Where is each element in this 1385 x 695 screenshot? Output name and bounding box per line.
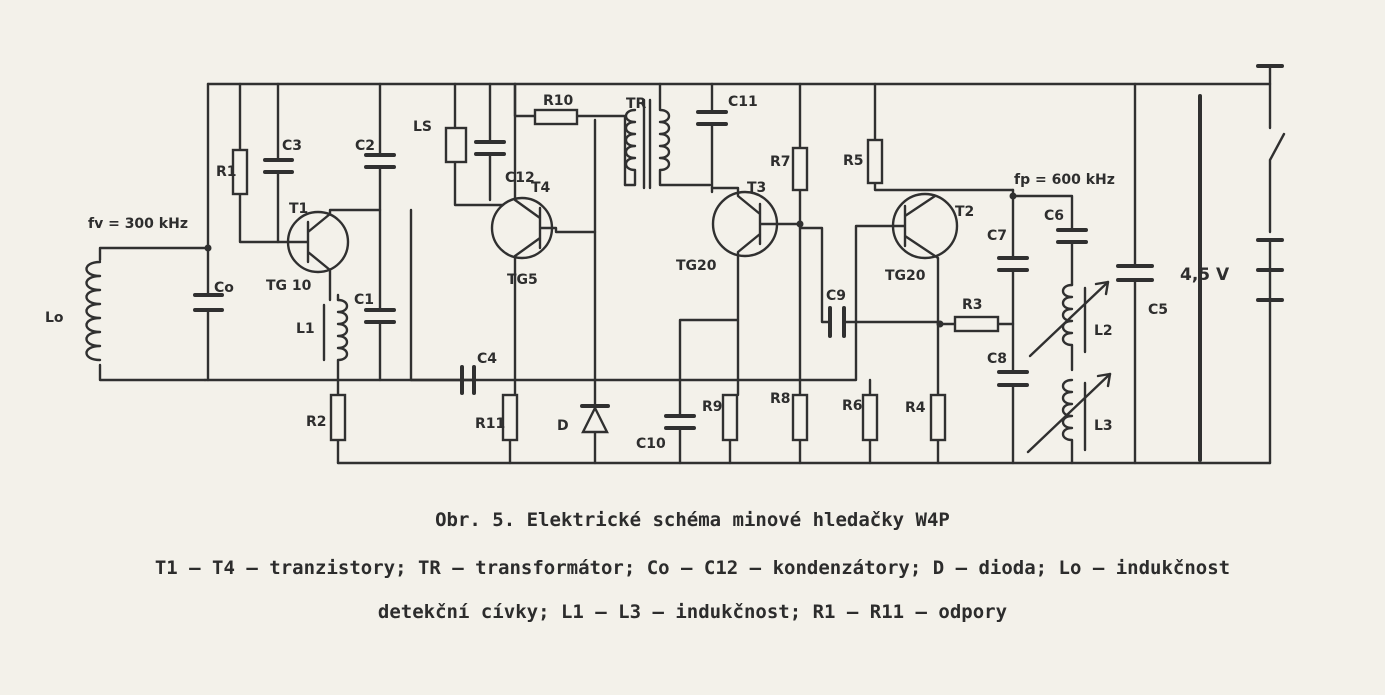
type-t3: TG20	[676, 258, 717, 274]
battery-voltage-label: 4,5 V	[1180, 265, 1230, 285]
label-tr: TR	[626, 96, 647, 112]
capacitor-c5	[1116, 82, 1154, 465]
label-r3: R3	[962, 297, 983, 313]
label-r6: R6	[842, 398, 863, 414]
resistor-r2	[329, 393, 347, 465]
label-l2: L2	[1094, 323, 1113, 339]
coil-l3	[1026, 372, 1112, 465]
capacitor-c4	[409, 208, 682, 395]
coil-lo	[85, 246, 210, 382]
transistor-type-labels: TG 10 TG5 TG20 TG20	[266, 258, 926, 294]
speaker-ls	[444, 82, 507, 207]
figure-legend-line-1: T1 – T4 – tranzistory; TR – transformáto…	[154, 557, 1231, 579]
coil-l2	[1028, 280, 1110, 372]
label-r9: R9	[702, 399, 723, 415]
label-c8: C8	[987, 351, 1007, 367]
component-labels: Lo Co R1 C3 C2 C1 L1 R2 C4 T1 LS C12 T4 …	[45, 93, 1168, 452]
coil-l1	[322, 293, 349, 397]
capacitor-c7	[997, 188, 1029, 465]
figure-caption-title: Obr. 5. Elektrické schéma minové hledačk…	[435, 509, 950, 531]
label-t3: T3	[747, 180, 766, 196]
transistor-t1	[286, 208, 382, 302]
capacitor-c12	[474, 82, 506, 202]
label-r5: R5	[843, 153, 864, 169]
capacitor-c3	[263, 82, 294, 244]
capacitor-c11	[696, 82, 728, 194]
resistor-r1	[231, 82, 290, 244]
figure-legend-line-2: detekční cívky; L1 – L3 – indukčnost; R1…	[377, 601, 1008, 623]
label-lo: Lo	[45, 310, 64, 326]
label-t1: T1	[289, 201, 308, 217]
capacitor-co	[193, 82, 224, 382]
label-c11: C11	[728, 94, 758, 110]
label-c10: C10	[636, 436, 666, 452]
freq-fv-label: fv = 300 kHz	[88, 216, 188, 232]
label-r7: R7	[770, 154, 791, 170]
capacitor-c8	[997, 370, 1029, 387]
capacitor-c2	[364, 82, 396, 382]
label-co: Co	[214, 280, 234, 296]
power-switch	[1256, 64, 1286, 465]
label-c4: C4	[477, 351, 497, 367]
label-c6: C6	[1044, 208, 1064, 224]
label-r4: R4	[905, 400, 926, 416]
label-c9: C9	[826, 288, 846, 304]
label-r1: R1	[216, 164, 237, 180]
type-t2: TG20	[885, 268, 926, 284]
resistor-r4	[929, 393, 947, 465]
label-c5: C5	[1148, 302, 1168, 318]
label-c1: C1	[354, 292, 374, 308]
resistor-r5	[866, 82, 1015, 192]
resistor-r6	[861, 393, 879, 465]
capacitor-c6	[1011, 194, 1088, 287]
label-r8: R8	[770, 391, 791, 407]
resistor-r3	[936, 315, 1015, 333]
label-t2: T2	[955, 204, 974, 220]
circuit-schematic: Lo Co R1 C3 C2 C1 L1 R2 C4 T1 LS C12 T4 …	[45, 64, 1286, 465]
capacitor-c10	[664, 414, 696, 465]
label-r2: R2	[306, 414, 327, 430]
label-l3: L3	[1094, 418, 1113, 434]
label-ls: LS	[413, 119, 432, 135]
resistor-r7	[791, 82, 809, 397]
diode-d	[580, 118, 610, 465]
type-t1: TG 10	[266, 278, 312, 294]
resistor-r8	[791, 393, 809, 465]
label-c12: C12	[505, 170, 535, 186]
transistor-t4	[490, 82, 597, 397]
label-r11: R11	[475, 416, 505, 432]
resistor-r9	[721, 393, 739, 465]
transformer-tr	[623, 82, 712, 190]
label-c2: C2	[355, 138, 375, 154]
label-d: D	[557, 418, 569, 434]
type-t4: TG5	[507, 272, 538, 288]
capacitor-c1	[364, 308, 396, 324]
label-t4: T4	[531, 180, 551, 196]
label-r10: R10	[543, 93, 574, 109]
transistor-t3	[678, 186, 802, 417]
capacitor-c9	[798, 226, 942, 338]
transistor-t2	[798, 192, 959, 397]
resistor-r11	[501, 393, 519, 465]
freq-fp-label: fp = 600 kHz	[1014, 172, 1115, 188]
label-c3: C3	[282, 138, 302, 154]
label-l1: L1	[296, 321, 315, 337]
label-c7: C7	[987, 228, 1007, 244]
